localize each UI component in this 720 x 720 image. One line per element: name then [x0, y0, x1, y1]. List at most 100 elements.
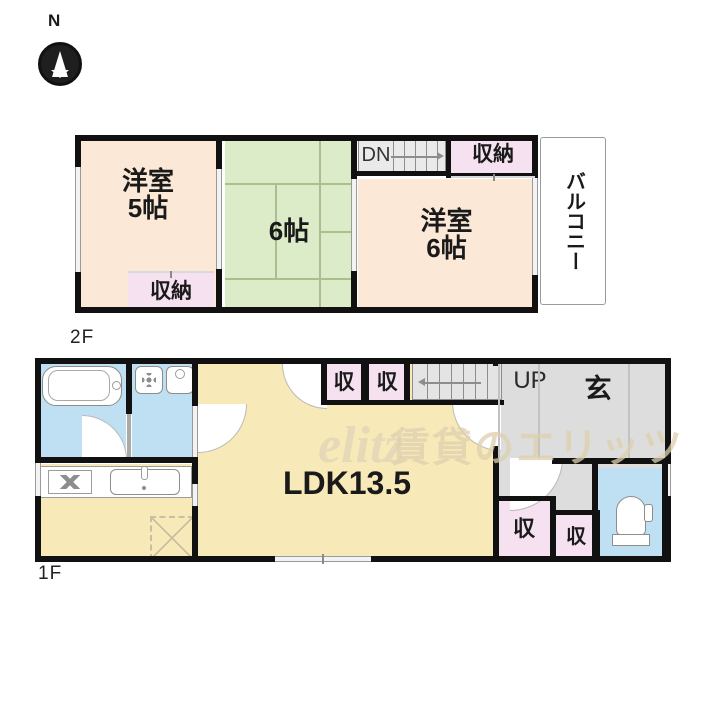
closet-upper-right-door-split [493, 174, 495, 181]
wall-2f-div-b-bottom [351, 271, 357, 313]
wall-1f-top-d [325, 358, 503, 364]
stairs-down-label: DN [361, 143, 391, 166]
sliding-door-2f-a [216, 169, 222, 269]
wall-1f-stairs-bottom [410, 400, 504, 405]
wall-toilet-right [662, 462, 668, 562]
wall-1f-kitchen-ldk-a [192, 457, 198, 501]
balcony-door [532, 177, 538, 275]
toilet-tank-icon [612, 534, 650, 546]
stairs-up [412, 363, 502, 400]
stairs-down [358, 138, 446, 173]
closet-upper-right [451, 138, 535, 173]
wall-2f-under-closet [446, 173, 538, 178]
wall-toilet-left [592, 462, 598, 562]
hall-guide-line-c [498, 364, 500, 458]
sliding-door-2f-b [351, 179, 357, 271]
closet-hall-b-label: 収 [566, 525, 586, 548]
window-1f-bottom-split [322, 554, 324, 564]
hall-guide-line-b [628, 364, 630, 458]
hall-guide-line-a [538, 364, 540, 458]
tatami-seam-v1 [275, 183, 277, 278]
toilet-lever-icon [644, 504, 653, 522]
wall-closet-ldk-a-right [361, 358, 367, 404]
utility-space-cross [150, 516, 194, 560]
ldk-label: LDK13.5 [282, 465, 412, 502]
closet-hall-b [556, 514, 596, 559]
kitchen-drain-icon [142, 486, 146, 490]
tatami-room-6 [225, 138, 353, 310]
wall-1f-bottom-a [35, 556, 275, 562]
wall-closet-hall-b-top [554, 510, 600, 515]
tatami-seam-h3 [319, 231, 353, 233]
wall-closet-ldk-bottom [321, 400, 410, 405]
door-1f-wash-ldk [192, 406, 198, 461]
wall-2f-right-bottom [532, 275, 538, 313]
wall-2f-left-bottom [75, 272, 81, 313]
wall-2f-under-stairs [356, 171, 446, 176]
window-2f-left [75, 167, 81, 272]
western-room-6-label: 洋室 6帖 [358, 195, 535, 275]
wall-1f-bath-wash-thin [127, 414, 131, 462]
closet-ldk-a [325, 363, 363, 403]
tatami-seam-h1 [225, 183, 353, 185]
closet-lower-left [128, 273, 214, 310]
closet-lower-left-label: 収納 [150, 279, 192, 303]
wall-1f-right-bottom [665, 496, 671, 562]
second-floor-tag: 2F [70, 327, 95, 348]
closet-hall-a [498, 500, 550, 559]
wall-1f-top-a [35, 358, 325, 364]
wall-1f-ldk-hall-bottom [493, 446, 499, 562]
wall-closet-ldk-b-right [404, 358, 410, 404]
tatami-seam-v2 [319, 138, 321, 310]
vanity-sink-icon [166, 366, 194, 394]
closet-ldk-b-label: 収 [376, 370, 398, 394]
stairs-up-label: UP [513, 367, 547, 395]
wall-2f-div-b-top [351, 135, 357, 179]
western-room-5-text: 洋室 5帖 [121, 165, 174, 223]
wall-1f-right-top [665, 358, 671, 464]
wall-2f-div-a-top [216, 135, 222, 169]
western-room-5-label: 洋室 5帖 [78, 155, 218, 235]
western-room-6 [358, 179, 535, 310]
wall-1f-wash-ldk [192, 358, 198, 406]
wall-closet-hall-a-top [493, 496, 555, 501]
balcony-label: バルコニー [562, 171, 585, 271]
bathtub-inner [48, 370, 110, 401]
tatami-seam-h2 [225, 278, 353, 280]
wall-1f-top-e [501, 358, 671, 364]
washing-machine-glyph [142, 373, 156, 387]
door-1f-kitchen-ldk [192, 484, 198, 508]
compass-dial [38, 42, 82, 86]
wall-1f-bath-wash [126, 358, 132, 414]
wall-closet-hall-a-right [550, 496, 556, 562]
wall-2f-div-a-bottom [216, 269, 222, 313]
tatami-room-6-label: 6帖 [268, 216, 310, 247]
first-floor-plan: LDK13.5 収 収 収 収 UP 玄 [32, 358, 682, 564]
balcony [540, 137, 606, 305]
wall-1f-left-top [35, 358, 41, 500]
wall-2f-right-top [532, 135, 538, 177]
closet-ldk-a-label: 収 [333, 370, 355, 394]
second-floor-plan: バルコニー 洋室 5帖 6帖 DN 収納 洋 [70, 135, 630, 315]
kitchen-faucet-icon [141, 466, 148, 480]
wall-1f-bottom-b [371, 556, 671, 562]
first-floor-tag: 1F [38, 563, 63, 584]
wall-1f-kitchen-ldk-b [192, 506, 198, 562]
wall-1f-left-bottom [35, 498, 41, 562]
stove-burner-glyph [56, 475, 84, 489]
closet-ldk-b [368, 363, 406, 403]
entrance-label: 玄 [584, 373, 612, 404]
compass-north-label: N [48, 11, 61, 30]
bathtub-drain-icon [112, 381, 121, 390]
vanity-faucet-icon [175, 369, 185, 379]
window-1f-left [35, 462, 41, 496]
closet-hall-a-label: 収 [512, 516, 535, 542]
wall-2f-between-dn-closet [446, 135, 451, 176]
wall-1f-bath-bottom [35, 457, 196, 463]
compass-tail [51, 70, 69, 78]
toilet-bowl-icon [616, 496, 646, 536]
closet-lower-left-door-split [170, 271, 172, 278]
wall-1f-ldk-hall-top [493, 358, 499, 366]
wall-2f-left-top [75, 135, 81, 167]
